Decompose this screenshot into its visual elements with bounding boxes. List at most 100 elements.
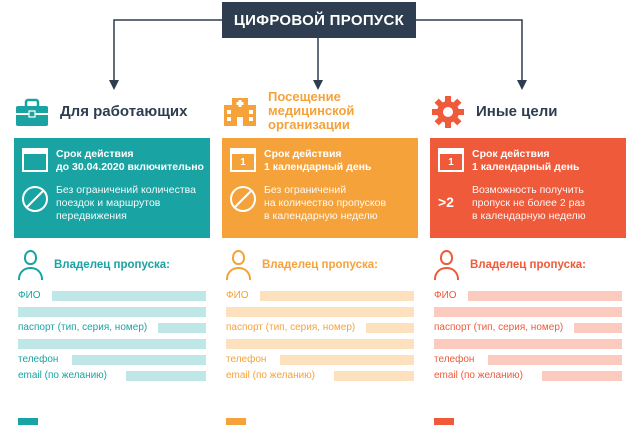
duration-line: 1 календарный день [472, 161, 580, 173]
flow-arrows [109, 19, 527, 90]
person-body [434, 267, 459, 280]
heading-text: Для работающих [60, 103, 188, 120]
owner-row: Владелец пропуска: [226, 250, 378, 280]
restriction-line: в календарную неделю [264, 210, 378, 222]
owner-row: Владелец пропуска: [18, 250, 170, 280]
passport-field[interactable] [574, 323, 622, 333]
restriction-line: Без ограничений [264, 184, 347, 196]
heading-text: Иные цели [476, 104, 557, 119]
field-label-email: email (по желанию) [434, 370, 524, 381]
email-field[interactable] [334, 371, 414, 381]
arrowhead-middle [313, 80, 323, 90]
column-heading: Иные цели [430, 96, 626, 128]
name-field[interactable] [52, 291, 206, 301]
hospital-icon-wrap [222, 95, 258, 127]
field-label-phone: телефон [226, 354, 267, 365]
owner-row: Владелец пропуска: [434, 250, 586, 280]
person-head [440, 250, 453, 265]
field-label-name: ФИО [434, 290, 457, 301]
restriction-line: пропуск не более 2 раз [472, 197, 585, 209]
owner-label: Владелец пропуска: [54, 259, 170, 271]
person-body [226, 267, 251, 280]
next-section-icon [226, 418, 246, 425]
name-field[interactable] [468, 291, 622, 301]
restriction-line: Без ограничений количества [56, 184, 196, 196]
field-label-phone: телефон [434, 354, 475, 365]
heading-line: Посещение [268, 89, 341, 104]
next-section-icon [434, 418, 454, 425]
passport-field-2[interactable] [226, 339, 414, 349]
page-title: ЦИФРОВОЙ ПРОПУСК [222, 2, 416, 38]
restriction-line: передвижения [56, 210, 127, 222]
field-label-name: ФИО [226, 290, 249, 301]
person-icon [18, 250, 43, 280]
restriction-line: поездок и маршрутов [56, 197, 161, 209]
name-field[interactable] [260, 291, 414, 301]
phone-field[interactable] [488, 355, 622, 365]
column-heading: Для работающих [14, 96, 210, 128]
phone-field[interactable] [280, 355, 414, 365]
arrowhead-right [517, 80, 527, 90]
person-icon [434, 250, 459, 280]
person-head [232, 250, 245, 265]
email-field[interactable] [542, 371, 622, 381]
title-text: ЦИФРОВОЙ ПРОПУСК [233, 11, 405, 29]
restriction-line: Возможность получить [472, 184, 584, 196]
no-sign-icon [230, 186, 256, 212]
heading-line: Для работающих [60, 103, 188, 120]
person-icon [226, 250, 251, 280]
passport-field-2[interactable] [18, 339, 206, 349]
field-label-passport: паспорт (тип, серия, номер) [434, 322, 564, 333]
field-label-passport: паспорт (тип, серия, номер) [226, 322, 356, 333]
passport-field-2[interactable] [434, 339, 622, 349]
limit-label: >2 [438, 194, 454, 210]
heading-line: организации [268, 117, 350, 132]
duration-line: 1 календарный день [264, 161, 372, 173]
field-label-name: ФИО [18, 290, 41, 301]
person-head [24, 250, 37, 265]
field-label-email: email (по желанию) [18, 370, 108, 381]
hospital-icon [224, 98, 256, 126]
phone-field[interactable] [72, 355, 206, 365]
calendar-icon: 1 [230, 148, 256, 172]
heading-line: медицинской [268, 103, 355, 118]
restriction-line: в календарную неделю [472, 210, 586, 222]
passport-field[interactable] [158, 323, 206, 333]
field-label-phone: телефон [18, 354, 59, 365]
person-body [18, 267, 43, 280]
no-sign-icon [22, 186, 48, 212]
restriction-line: на количество пропусков [264, 197, 387, 209]
owner-label: Владелец пропуска: [262, 259, 378, 271]
name-field-2[interactable] [226, 307, 414, 317]
gear-icon-wrap [430, 96, 466, 128]
duration-line: Срок действия [472, 148, 550, 160]
passport-field[interactable] [366, 323, 414, 333]
next-section-icon [18, 418, 38, 425]
owner-label: Владелец пропуска: [470, 259, 586, 271]
duration-line: Срок действия [56, 148, 134, 160]
briefcase-icon [16, 98, 48, 126]
arrowhead-left [109, 80, 119, 90]
duration-line: Срок действия [264, 148, 342, 160]
field-label-email: email (по желанию) [226, 370, 316, 381]
gear-icon [432, 96, 464, 128]
name-field-2[interactable] [434, 307, 622, 317]
name-field-2[interactable] [18, 307, 206, 317]
arrow-left [113, 19, 222, 82]
briefcase-icon-wrap [14, 96, 50, 128]
email-field[interactable] [126, 371, 206, 381]
